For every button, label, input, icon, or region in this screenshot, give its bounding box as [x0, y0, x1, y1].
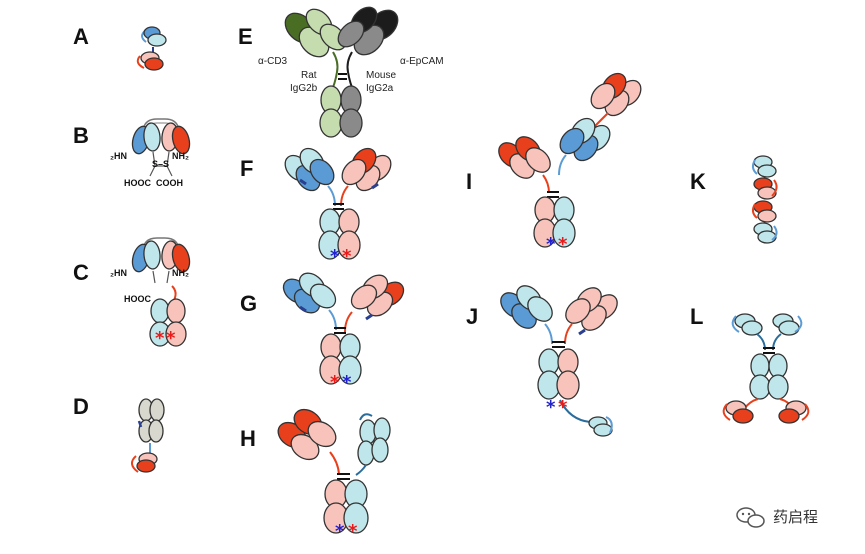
panel-e-label-igg2a: IgG2a [366, 83, 394, 94]
watermark-text: 药启程 [773, 508, 818, 526]
panel-label-f: F [240, 156, 253, 181]
panel-i-mutation-star-red: * [558, 234, 568, 255]
panel-c-amine-left: ₂HN [110, 268, 127, 278]
panel-e-label-mouse: Mouse [366, 70, 396, 81]
panel-c-chemically-linked-fab-fc [131, 237, 191, 347]
panel-label-g: G [240, 291, 257, 316]
panel-j-igg-c-terminal-scfv [500, 285, 618, 437]
panel-l-fc-dual-scfv [722, 313, 810, 424]
panel-label-e: E [238, 24, 253, 49]
panel-f-bispecific-igg [284, 147, 392, 260]
panel-a-tandem-scfv [136, 26, 167, 71]
panel-g-mutation-star-red: * [330, 372, 340, 393]
panel-j-mutation-star-red: * [558, 397, 568, 418]
panel-label-k: K [690, 169, 706, 194]
panel-e-label-igg2b: IgG2b [290, 83, 318, 94]
panel-i-mutation-star-blue: * [546, 234, 556, 255]
panel-j-mutation-star-blue: * [546, 397, 556, 418]
panel-label-a: A [73, 24, 89, 49]
panel-label-h: H [240, 426, 256, 451]
panel-e-label-anti-cd3: α-CD3 [258, 56, 288, 67]
panel-c-mutation-star-red-2: * [166, 328, 176, 349]
panel-c-amine-right: NH₂ [172, 268, 189, 278]
panel-label-i: I [466, 169, 472, 194]
panel-k-stacked-diabody [751, 155, 778, 244]
panel-b-amine-left: ₂HN [110, 151, 127, 161]
panel-c-carboxyl-left: HOOC [124, 294, 152, 304]
panel-label-c: C [73, 260, 89, 285]
panel-d-grey-scfv [131, 398, 165, 473]
wechat-icon [736, 507, 765, 528]
panel-i-igg-appended-fab [498, 72, 642, 248]
panel-c-mutation-star-red-1: * [155, 328, 165, 349]
panel-e-triomab [284, 6, 399, 138]
panel-label-b: B [73, 123, 89, 148]
panel-label-j: J [466, 304, 478, 329]
panel-h-mutation-star-red: * [348, 521, 358, 542]
panel-b-carboxyl-left: HOOC [124, 178, 152, 188]
panel-b-disulfide: S–S [152, 159, 169, 169]
panel-f-mutation-star-red: * [342, 246, 352, 267]
panel-b-chemically-linked-fab [131, 118, 191, 177]
panel-g-mutation-star-blue: * [342, 372, 352, 393]
panel-h-mutation-star-blue: * [335, 521, 345, 542]
panel-e-label-rat: Rat [301, 70, 317, 81]
panel-e-label-anti-epcam: α-EpCAM [400, 56, 444, 67]
panel-g-bispecific-igg [282, 272, 405, 385]
panel-label-l: L [690, 304, 703, 329]
panel-h-fab-scfv-fc [277, 408, 391, 534]
panel-f-mutation-star-blue: * [330, 246, 340, 267]
panel-b-carboxyl-right: COOH [156, 178, 183, 188]
panel-label-d: D [73, 394, 89, 419]
panel-b-amine-right: NH₂ [172, 151, 189, 161]
